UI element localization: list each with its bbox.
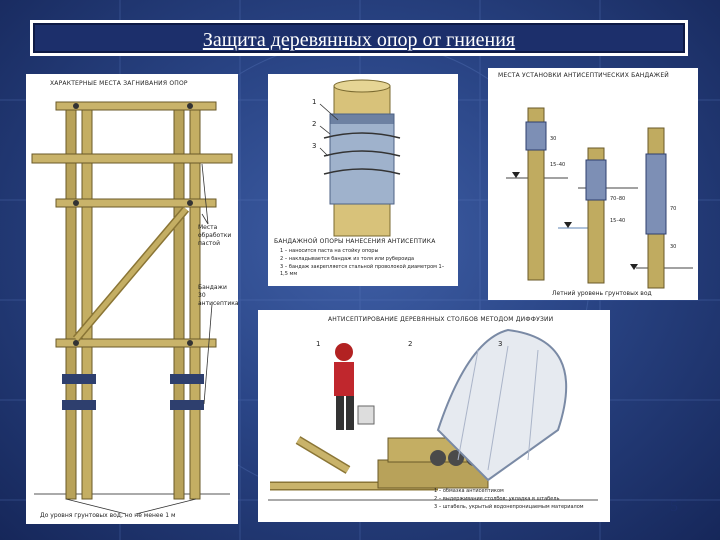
pole-marker-3: 3 (312, 142, 317, 150)
dim-2: 15–40 (550, 162, 566, 168)
placement-heading: Места установки антисептических бандажей (498, 72, 669, 79)
bandage-placement-panel: Места установки антисептических бандажей… (488, 68, 698, 300)
stack-marker-1: 1 (316, 340, 321, 348)
support-heading: Характерные места загнивания опор (50, 80, 188, 87)
bandage-placement-drawing (506, 107, 693, 289)
bandage-legend-1: 1 – наносится паста на стойку опоры (280, 248, 379, 254)
pole-marker-1: 1 (312, 98, 317, 106)
diffusion-stack-panel: Антисептирование деревянных столбов мето… (258, 310, 610, 522)
stack-legend-1: 1 – обмазка антисептиком (434, 488, 504, 494)
groundwater-summer-note: Летний уровень грунтовых вод (552, 290, 652, 297)
dim-5: 70 (670, 206, 677, 212)
stack-legend-3: 3 – штабель, укрытый водонепроницаемым м… (434, 504, 584, 510)
bandage-pole-panel: 1 2 3 Бандажной опоры нанесения антисепт… (268, 74, 458, 286)
dim-1: 30 (550, 136, 557, 142)
bandage-legend-2: 2 – накладывается бандаж из толя или руб… (280, 256, 415, 262)
stack-marker-3: 3 (498, 340, 503, 348)
diffusion-stack-drawing (268, 328, 598, 501)
stack-legend-2: 2 – выдерживание столбов; укладка в штаб… (434, 496, 560, 502)
dim-6: 30 (670, 244, 677, 250)
bandage-label: Бандажи 30 антисептика (198, 284, 239, 307)
treatment-label: Места обработки пастой (198, 224, 232, 247)
bandage-pole-drawing (319, 79, 401, 237)
support-structure-drawing (31, 101, 233, 515)
pole-marker-2: 2 (312, 120, 317, 128)
groundwater-note: До уровня грунтовых вод, но не менее 1 м (40, 512, 176, 519)
diffusion-heading: Антисептирование деревянных столбов мето… (328, 316, 554, 323)
support-structure-panel: Характерные места загнивания опор Места … (26, 74, 239, 524)
bandage-legend-3: 3 – бандаж закрепляется стальной проволо… (280, 264, 445, 277)
dim-3: 70–80 (610, 196, 626, 202)
stack-marker-2: 2 (408, 340, 413, 348)
bandage-caption: Бандажной опоры нанесения антисептика (274, 238, 436, 245)
dim-4: 15–40 (610, 218, 626, 224)
page-number: 5 (670, 498, 678, 515)
title-bar: Защита деревянных опор от гниения (30, 20, 688, 56)
slide-title: Защита деревянных опор от гниения (202, 29, 516, 51)
